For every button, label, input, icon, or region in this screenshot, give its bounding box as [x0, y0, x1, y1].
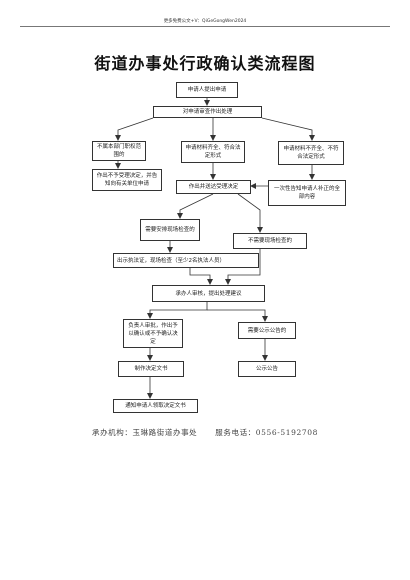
step-accept: 作出并送达受理决定 [176, 180, 251, 194]
arrow-sitecheck-handler [189, 268, 213, 285]
step-make-doc: 制作决定文书 [118, 361, 184, 377]
step-complete: 申请材料齐全、符合法定形式 [181, 141, 245, 163]
footer-org-label: 承办机构： [91, 428, 133, 437]
step-not-accepted: 作出不予受理决定，并告知向有关单位申请 [92, 169, 162, 191]
step-out-of-scope: 不属本部门职权范围的 [92, 141, 146, 161]
arrow-nosite-handler [225, 249, 261, 285]
arrow-review-incomplete [261, 117, 315, 141]
page-title: 街道办事处行政确认类流程图 [94, 54, 316, 73]
footer: 承办机构：玉琳路街道办事处 服务电话：0556-5192708 [0, 427, 410, 438]
arrow-handler-decision [147, 302, 208, 319]
step-need-public: 需要公示公告的 [238, 322, 296, 339]
footer-phone-label: 服务电话： [215, 428, 256, 437]
page-header: 更多免费公文+V：QiGeGongWen2024 [163, 19, 247, 24]
footer-org: 玉琳路街道办事处 [132, 428, 198, 437]
step-site-check: 出示执法证，现场检查（至少2名执法人员） [113, 253, 259, 268]
arrow-accept-nosite [237, 193, 263, 233]
step-handler: 承办人审核，提出处理建议 [152, 285, 265, 302]
step-review: 对申请审查作出处理 [153, 106, 262, 118]
step-need-site: 需要安排现场检查的 [140, 219, 200, 241]
arrow-accept-needsite [177, 193, 214, 219]
step-apply: 申请人提出申请 [176, 82, 238, 98]
footer-phone: 0556-5192708 [255, 428, 319, 437]
step-publish: 公示公告 [238, 361, 296, 377]
step-no-site: 不需要现场检查的 [233, 233, 307, 249]
arrow-review-outofscope [115, 117, 154, 141]
arrow-handler-needpublic [207, 309, 268, 322]
step-notify-once: 一次性告知申请人补正的全部内容 [268, 180, 346, 206]
step-decision: 负责人审批，作出予以确认或不予确认决定 [123, 319, 183, 348]
step-incomplete: 申请材料不齐全、不符合法定形式 [278, 141, 344, 165]
step-notify-receive: 通知申请人领取决定文书 [113, 399, 198, 413]
header-divider [20, 26, 390, 27]
